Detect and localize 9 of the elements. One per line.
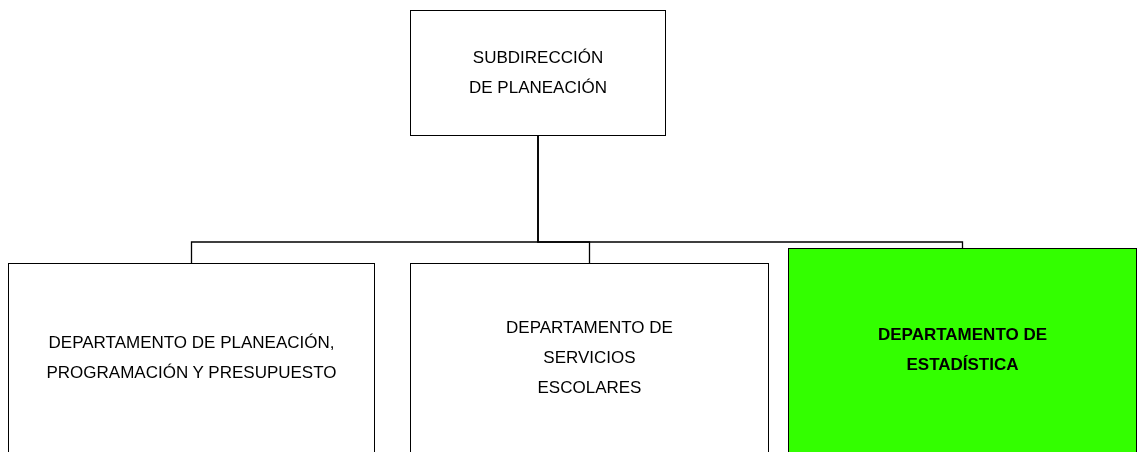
box-title: DEPARTAMENTO DE ESTADÍSTICA (876, 324, 1049, 376)
org-box (410, 263, 769, 452)
box-title: SUBDIRECCIÓN DE PLANEACIÓN (468, 47, 608, 99)
org-box (8, 263, 375, 452)
org-box (410, 10, 666, 136)
org-box (788, 248, 1137, 452)
box-title: DEPARTAMENTO DE PLANEACIÓN, PROGRAMACIÓN Y PRESUPUESTO (46, 331, 337, 384)
box-title: DEPARTAMENTO DE SERVICIOS ESCOLARES (505, 316, 674, 399)
connector-line (537, 135, 964, 249)
